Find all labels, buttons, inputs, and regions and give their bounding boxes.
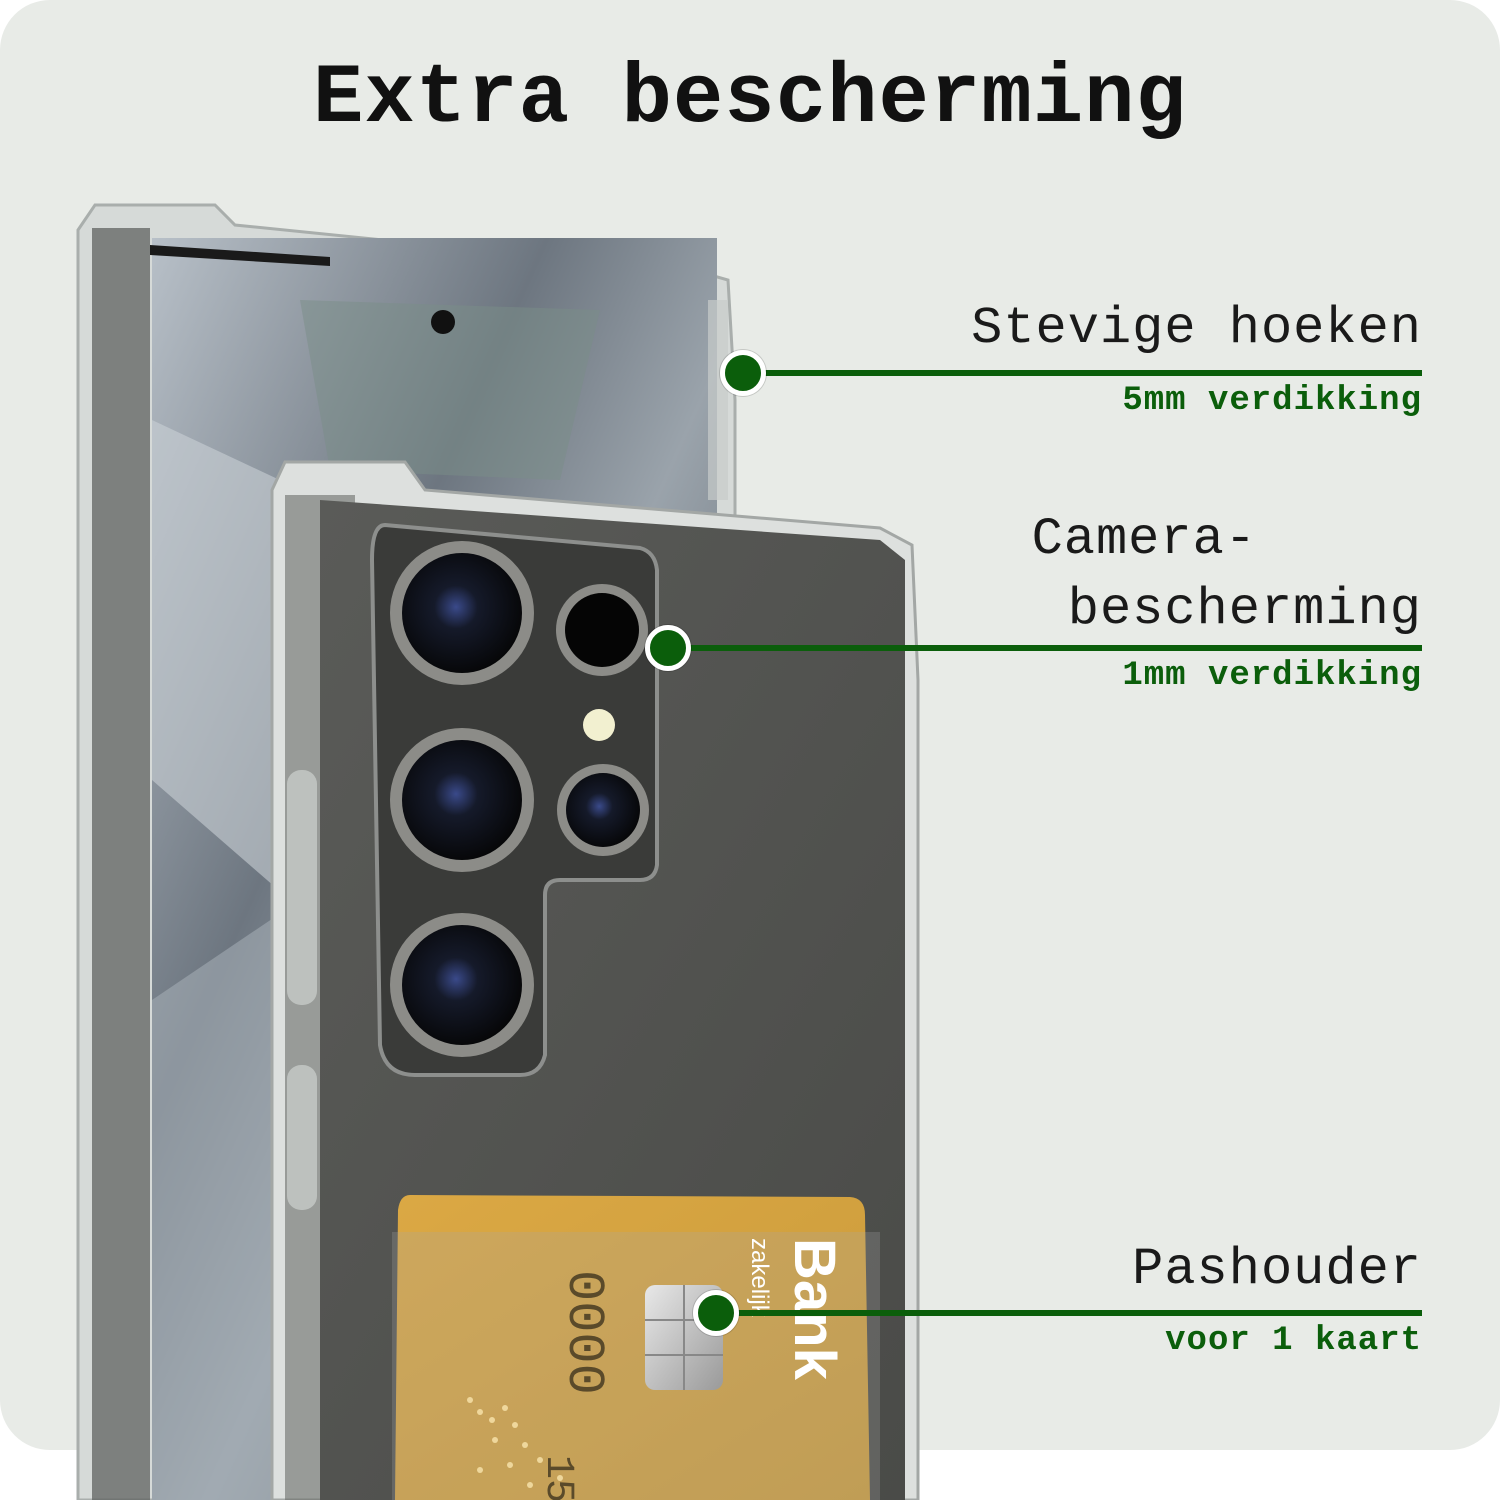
marker-dot-icon — [720, 350, 766, 396]
page-title: Extra bescherming — [313, 52, 1187, 147]
feature-camera-title-line2: bescherming — [1067, 580, 1422, 639]
feature-camera-line — [680, 645, 1422, 651]
card-brand: Bank — [782, 1238, 847, 1381]
feature-cardholder-subtitle: voor 1 kaart — [1165, 1322, 1422, 1360]
feature-camera-title-line1: Camera- — [1031, 510, 1257, 569]
marker-dot-icon — [645, 625, 691, 671]
marker-dot-icon — [693, 1290, 739, 1336]
feature-cardholder-line — [715, 1310, 1422, 1316]
card-number-group: 0000 — [554, 1270, 613, 1395]
bank-card: Bank zakelijk 0000 15 — [392, 1195, 880, 1500]
card-type: zakelijk — [746, 1238, 773, 1318]
feature-camera-subtitle: 1mm verdikking — [1122, 657, 1422, 695]
feature-corners-subtitle: 5mm verdikking — [1122, 382, 1422, 420]
feature-cardholder-title: Pashouder — [1132, 1240, 1422, 1299]
feature-corners-title: Stevige hoeken — [971, 299, 1422, 358]
feature-corners-line — [745, 370, 1422, 376]
